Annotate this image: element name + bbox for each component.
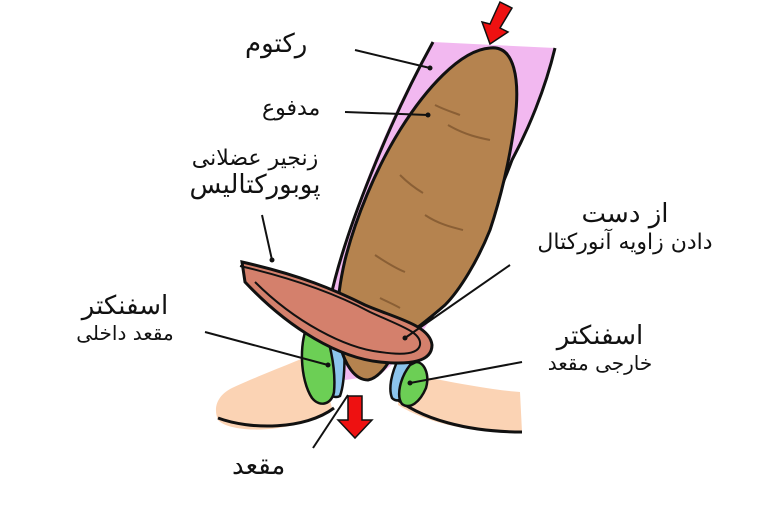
label-anus: مقعد — [232, 451, 286, 481]
external-sphincter-right — [398, 360, 429, 408]
label-anorectal-angle-line2: دادن زاویه آنورکتال — [537, 229, 713, 255]
label-puborectalis-line2: پوبورکتالیس — [189, 170, 321, 201]
label-rectum: رکتوم — [245, 29, 308, 59]
label-anorectal-angle: از دست دادن زاویه آنورکتال — [500, 199, 750, 255]
top-arrow-icon — [480, 0, 514, 46]
label-internal-sphincter: اسفنکتر مقعد داخلی — [55, 291, 195, 345]
label-anorectal-angle-line1: از دست — [581, 199, 669, 229]
label-external-sphincter-line2: خارجی مقعد — [547, 350, 653, 375]
label-external-sphincter-line1: اسفنکتر — [556, 321, 644, 351]
label-puborectalis-line1: زنجیر عضلانی — [191, 146, 319, 171]
label-internal-sphincter-line2: مقعد داخلی — [76, 320, 174, 345]
bottom-arrow-icon — [336, 395, 374, 440]
label-stool: مدفوع — [262, 96, 321, 121]
label-puborectalis: زنجیر عضلانی پوبورکتالیس — [165, 146, 345, 201]
puborectalis-sling — [240, 260, 434, 365]
leader-lines — [204, 49, 523, 449]
label-internal-sphincter-line1: اسفنکتر — [81, 291, 169, 321]
leader-dots — [269, 65, 433, 386]
label-external-sphincter: اسفنکتر خارجی مقعد — [530, 321, 670, 375]
stool — [336, 46, 519, 382]
